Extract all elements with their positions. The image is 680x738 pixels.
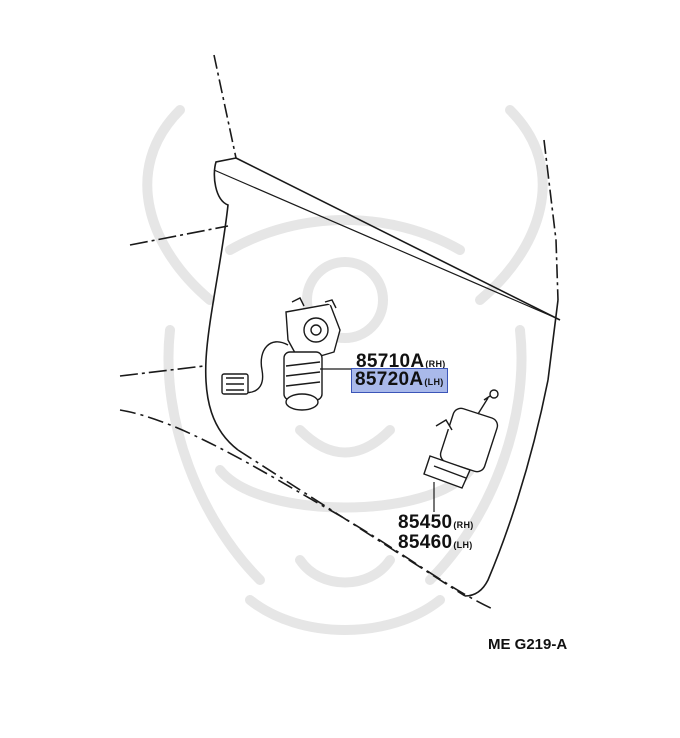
- part-number: 85710A: [356, 351, 425, 372]
- part-side: (RH): [425, 359, 446, 369]
- door-outline: [119, 54, 561, 611]
- part-number: 85450: [398, 512, 453, 533]
- diagram-code: ME G219-A: [488, 636, 568, 653]
- window-motor: [221, 297, 341, 411]
- part-label-85460[interactable]: 85460(LH): [398, 532, 473, 554]
- part-label-85710A[interactable]: 85710A(RH): [356, 351, 446, 373]
- lock-actuator: [423, 389, 499, 489]
- part-side: (RH): [453, 520, 474, 530]
- part-number: 85460: [398, 532, 453, 553]
- part-side: (LH): [424, 377, 444, 387]
- leader-lines: [320, 368, 435, 512]
- part-label-85720A[interactable]: 85720A(LH): [351, 368, 448, 393]
- part-number: 85720A: [355, 369, 424, 390]
- watermark-emblem: [142, 105, 548, 635]
- part-label-85450[interactable]: 85450(RH): [398, 512, 474, 534]
- part-side: (LH): [453, 540, 473, 550]
